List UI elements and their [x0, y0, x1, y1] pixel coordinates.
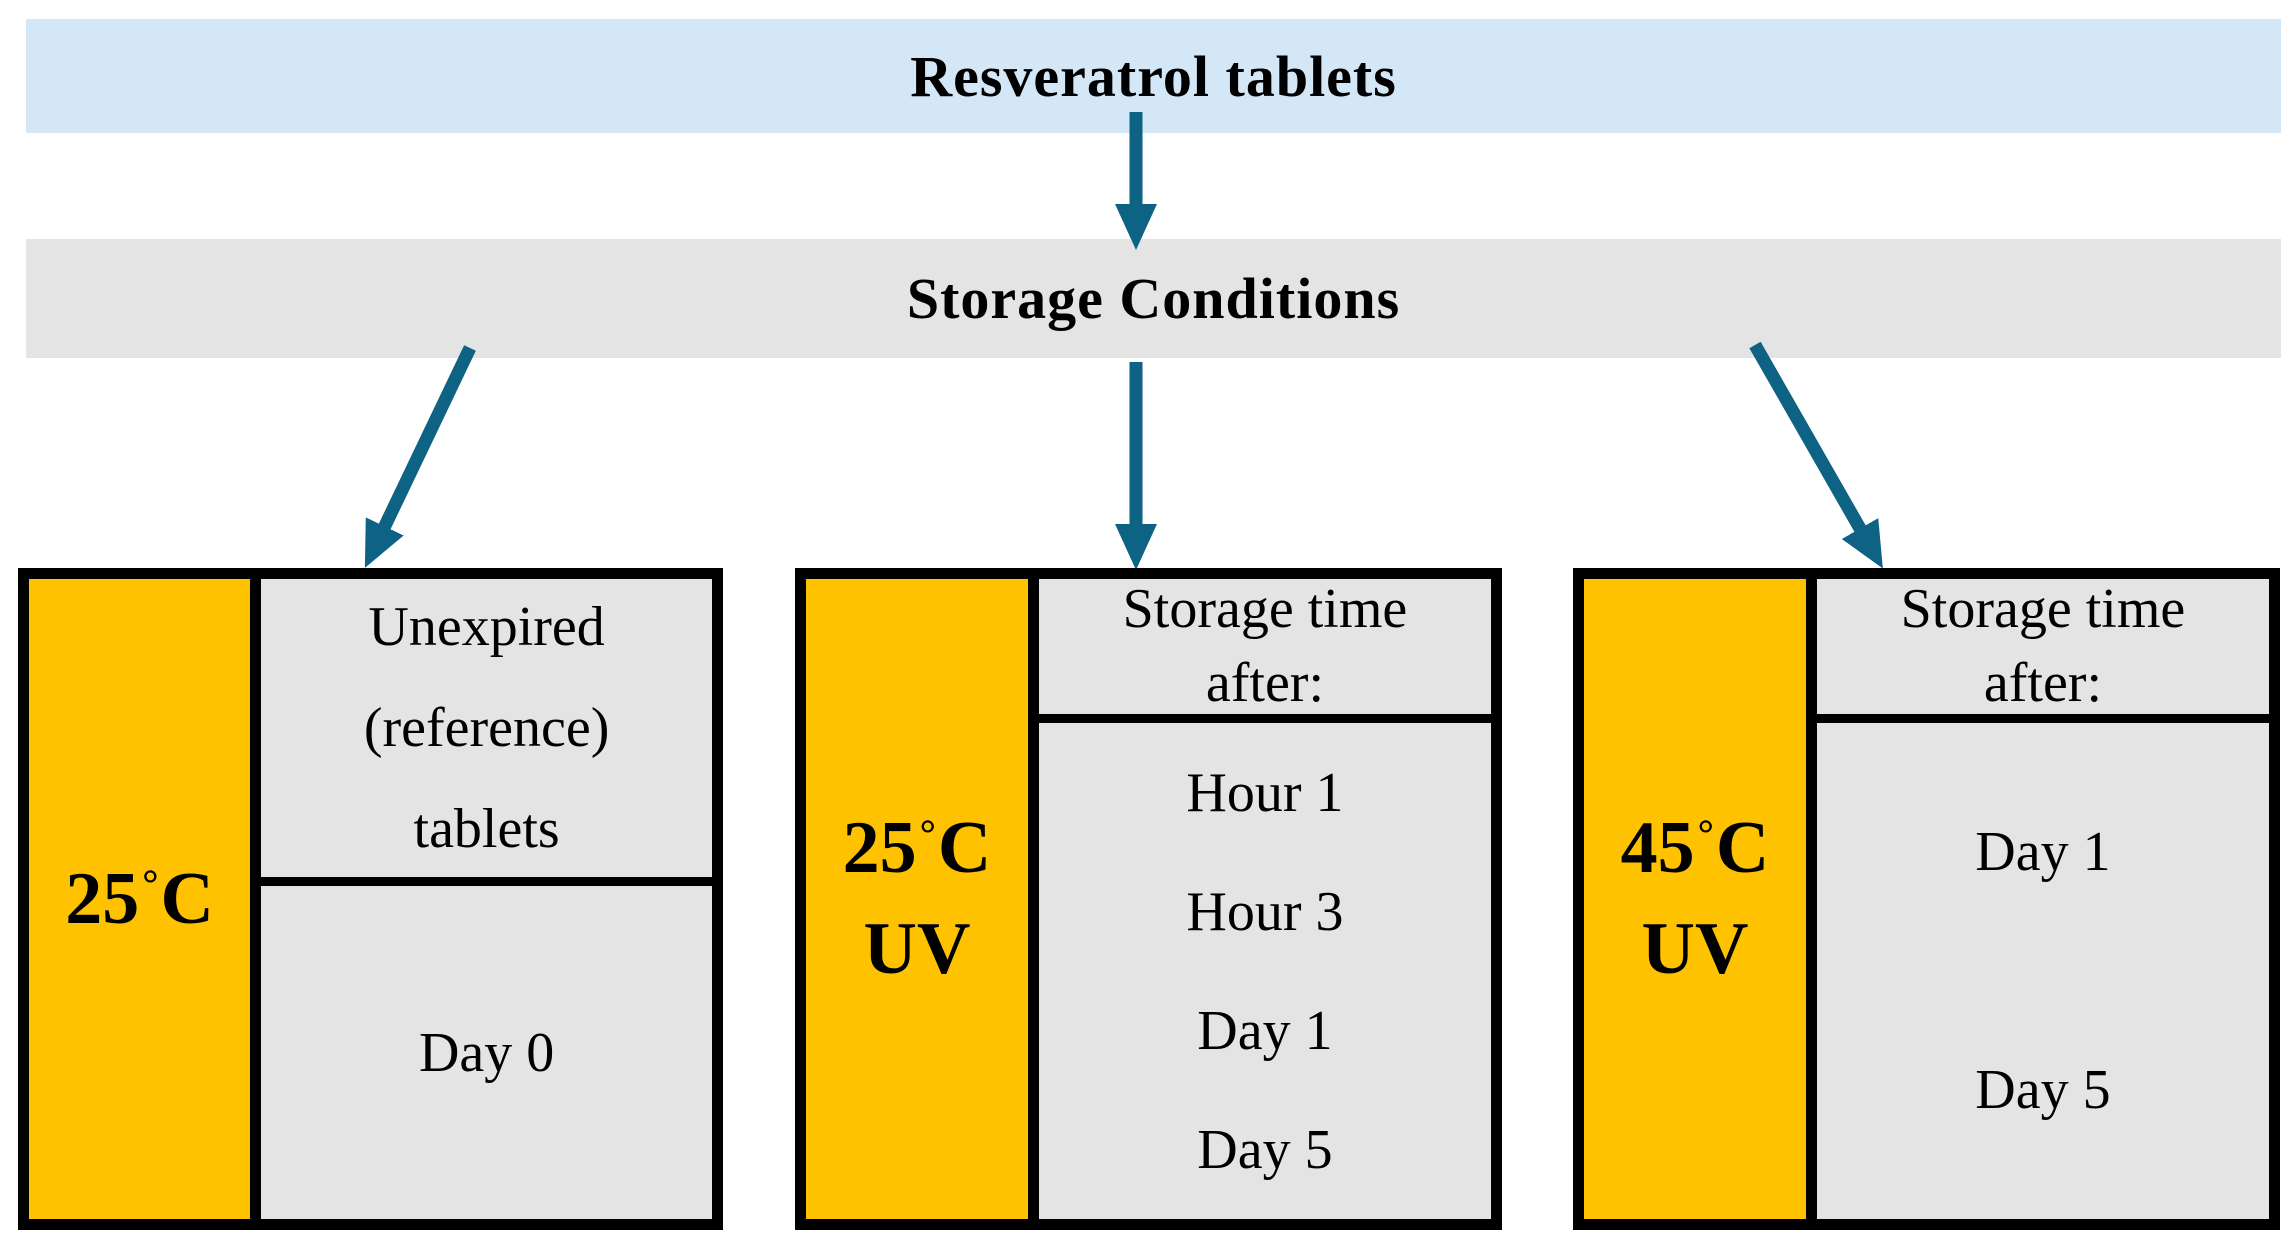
condition-label-45c-uv: 45°C UV — [1584, 579, 1817, 1219]
details-header: Storage time after: — [1816, 578, 2269, 723]
timepoint-item: Hour 1 — [1186, 761, 1344, 824]
timepoint-list: Hour 1 Hour 3 Day 1 Day 5 — [1039, 723, 1491, 1219]
condition-label-25c: 25°C — [29, 579, 262, 1219]
degree-symbol: ° — [919, 810, 936, 856]
temperature-label: 25°C — [65, 857, 214, 942]
condition-details-45c-uv: Storage time after: Day 1 Day 5 — [1816, 578, 2269, 1219]
timepoint-item: Day 1 — [1197, 999, 1333, 1062]
temperature-value: 45 — [1620, 807, 1695, 889]
condition-details-25c-uv: Storage time after: Hour 1 Hour 3 Day 1 … — [1038, 578, 1491, 1219]
degree-symbol: ° — [142, 861, 159, 907]
condition-box-25c: 25°C Unexpired (reference) tablets Day 0 — [18, 568, 723, 1230]
temperature-unit: C — [160, 857, 214, 940]
details-header: Storage time after: — [1038, 578, 1491, 723]
arrow-storage-to-25c-icon — [364, 345, 476, 568]
header-line: Storage time — [1900, 577, 2186, 640]
condition-box-45c-uv: 45°C UV Storage time after: Day 1 Day 5 — [1573, 568, 2280, 1230]
uv-label: UV — [863, 908, 971, 990]
condition-details-25c: Unexpired (reference) tablets Day 0 — [261, 579, 712, 1219]
header-line: after: — [1205, 651, 1324, 714]
header-line: after: — [1983, 651, 2102, 714]
condition-label-25c-uv: 25°C UV — [806, 579, 1039, 1219]
temperature-unit: C — [937, 807, 992, 889]
arrow-storage-to-45c-uv-icon — [1749, 341, 1883, 569]
header-line: tablets — [413, 797, 560, 860]
temperature-label: 45°C — [1621, 806, 1770, 891]
header-line: (reference) — [363, 696, 610, 759]
timepoint-item: Day 5 — [1197, 1118, 1333, 1181]
header-line: Unexpired — [368, 595, 605, 658]
title-banner-label: Resveratrol tablets — [910, 43, 1397, 109]
temperature-unit: C — [1715, 807, 1770, 889]
timepoint-list: Day 0 — [261, 886, 712, 1219]
condition-box-25c-uv: 25°C UV Storage time after: Hour 1 Hour … — [795, 568, 1502, 1230]
storage-conditions-label: Storage Conditions — [906, 266, 1401, 331]
timepoint-list: Day 1 Day 5 — [1817, 723, 2269, 1219]
temperature-value: 25 — [842, 807, 917, 889]
timepoint-item: Day 5 — [1975, 1059, 2111, 1121]
details-header: Unexpired (reference) tablets — [261, 579, 712, 887]
header-line: Storage time — [1122, 577, 1408, 640]
temperature-label: 25°C — [843, 806, 992, 891]
temperature-value: 25 — [65, 857, 140, 940]
timepoint-item: Hour 3 — [1186, 880, 1344, 943]
timepoint-item: Day 1 — [1975, 821, 2111, 883]
uv-label: UV — [1641, 908, 1749, 990]
title-banner: Resveratrol tablets — [26, 19, 2281, 133]
timepoint-item: Day 0 — [418, 1021, 555, 1084]
degree-symbol: ° — [1697, 810, 1714, 856]
storage-conditions-banner: Storage Conditions — [26, 239, 2281, 358]
